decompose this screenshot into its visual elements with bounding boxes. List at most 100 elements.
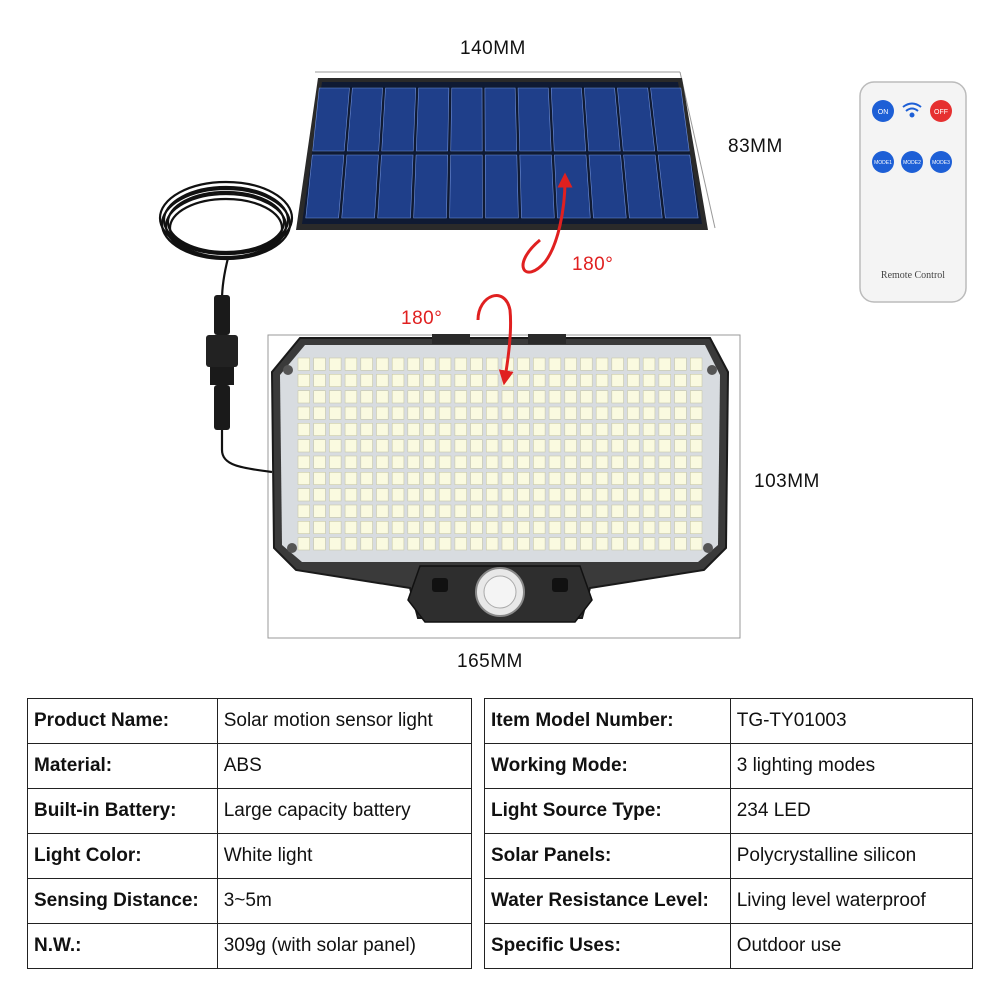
spec-label: Working Mode: <box>484 743 731 789</box>
led <box>360 488 373 502</box>
solar-cell <box>657 154 699 219</box>
led <box>674 439 687 453</box>
solar-cell <box>450 87 483 152</box>
led <box>391 488 405 502</box>
led <box>297 422 310 436</box>
led <box>517 390 530 404</box>
remote-off-label: OFF <box>934 109 948 116</box>
table-row: Specific Uses: Outdoor use <box>484 923 974 969</box>
led <box>533 422 546 436</box>
led <box>376 520 389 534</box>
led <box>376 422 389 436</box>
led <box>344 422 358 436</box>
led <box>627 537 640 551</box>
led <box>689 455 703 469</box>
led <box>485 488 499 502</box>
led <box>297 439 310 453</box>
led <box>344 406 358 420</box>
led <box>407 406 420 420</box>
remote-on-button <box>872 100 894 122</box>
solar-panel <box>296 78 708 230</box>
led <box>423 520 436 534</box>
led <box>297 537 310 551</box>
led <box>360 455 373 469</box>
led <box>329 390 342 404</box>
led <box>313 537 326 551</box>
led <box>627 390 640 404</box>
led <box>580 455 593 469</box>
led <box>313 504 326 518</box>
solar-cell <box>484 154 519 219</box>
led <box>533 439 546 453</box>
spec-value: 3 lighting modes <box>729 743 974 789</box>
led <box>376 455 389 469</box>
led <box>658 439 671 453</box>
led <box>674 520 687 534</box>
led <box>564 422 577 436</box>
led <box>611 422 624 436</box>
led <box>642 520 656 534</box>
led <box>689 520 703 534</box>
led <box>627 357 640 371</box>
led <box>360 439 373 453</box>
led <box>438 390 452 404</box>
remote-label: Remote Control <box>881 270 945 281</box>
led <box>580 471 593 485</box>
led <box>564 439 577 453</box>
led <box>642 488 656 502</box>
led <box>611 504 624 518</box>
led <box>580 422 593 436</box>
led <box>674 373 687 387</box>
led <box>470 504 483 518</box>
led <box>580 390 593 404</box>
remote-control: ON OFF MODE1 MODE2 MODE3 Remote Control <box>859 81 967 303</box>
led <box>376 439 389 453</box>
led <box>470 373 483 387</box>
table-row: Product Name: Solar motion sensor light <box>27 698 473 744</box>
led <box>329 455 342 469</box>
led <box>642 471 656 485</box>
led <box>438 439 452 453</box>
led <box>517 504 530 518</box>
led <box>344 439 358 453</box>
led <box>689 422 703 436</box>
led <box>517 373 530 387</box>
spec-label: Light Source Type: <box>484 788 731 834</box>
led <box>689 537 703 551</box>
led <box>297 406 310 420</box>
led <box>501 455 514 469</box>
led <box>627 504 640 518</box>
led <box>423 357 436 371</box>
led <box>501 439 514 453</box>
led <box>313 373 326 387</box>
solar-cell <box>305 154 345 219</box>
led <box>674 504 687 518</box>
solar-cell <box>588 154 627 219</box>
led <box>454 373 467 387</box>
led <box>485 373 499 387</box>
led <box>580 537 593 551</box>
led <box>360 373 373 387</box>
led <box>470 488 483 502</box>
led <box>485 439 499 453</box>
led <box>470 406 483 420</box>
led <box>423 373 436 387</box>
led <box>297 504 310 518</box>
led <box>297 373 310 387</box>
led <box>595 520 609 534</box>
led <box>470 439 483 453</box>
led <box>533 455 546 469</box>
led <box>470 471 483 485</box>
led <box>407 390 420 404</box>
led <box>501 504 514 518</box>
led <box>611 488 624 502</box>
led <box>391 537 405 551</box>
led <box>642 504 656 518</box>
led <box>689 471 703 485</box>
led <box>344 373 358 387</box>
solar-cell <box>517 87 552 152</box>
led <box>391 520 405 534</box>
lamp-body <box>270 334 730 623</box>
led <box>407 471 420 485</box>
product-illustration: ON OFF MODE1 MODE2 MODE3 Remote Control <box>158 71 967 639</box>
